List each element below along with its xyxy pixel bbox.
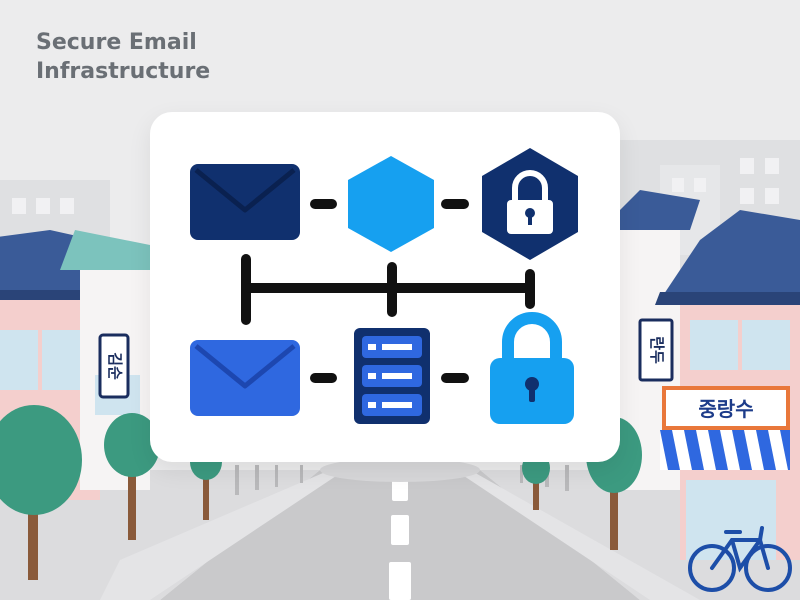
shop-sign: 중랑수 <box>698 397 753 421</box>
bicycle-icon <box>688 526 792 592</box>
envelope-blue-icon <box>190 340 300 416</box>
padlock-icon <box>490 312 574 424</box>
hexagon-node-icon <box>348 156 434 252</box>
left-shop-sign: 김순 <box>106 352 124 380</box>
lock-hexagon-icon <box>482 148 578 260</box>
server-icon <box>354 328 430 424</box>
title-line-2: Infrastructure <box>36 59 211 84</box>
page-title: Secure Email Infrastructure <box>36 28 210 86</box>
right-shop-sign: 란두 <box>648 336 666 364</box>
connectors <box>241 199 535 383</box>
diagram-card <box>150 112 620 462</box>
envelope-navy-icon <box>190 164 300 240</box>
title-line-1: Secure Email <box>36 30 197 55</box>
